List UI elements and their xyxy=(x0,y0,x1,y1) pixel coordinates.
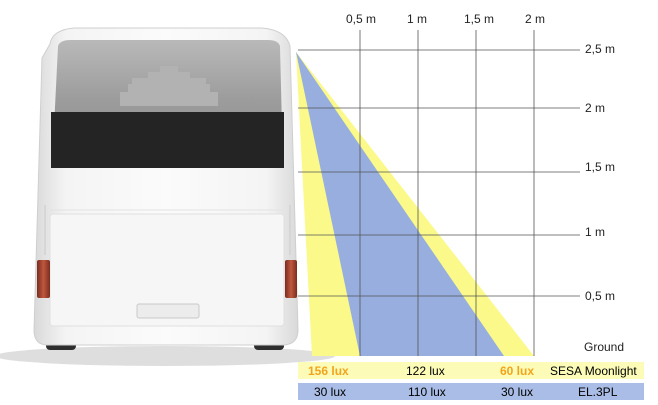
height-scale-label: 2 m xyxy=(585,101,606,115)
product-name-cell: SESA Moonlight xyxy=(550,364,637,378)
lux-value-cell: 30 lux xyxy=(501,385,534,399)
height-scale-label: 1,5 m xyxy=(585,160,616,174)
ground-label: Ground xyxy=(584,340,625,354)
lux-value-cell: 30 lux xyxy=(314,385,347,399)
height-scale-label: 1 m xyxy=(585,225,606,239)
horizontal-scale-label: 0,5 m xyxy=(346,12,377,26)
lux-value-cell: 60 lux xyxy=(500,364,535,378)
horizontal-scale-label: 1,5 m xyxy=(464,12,495,26)
left-tail-light xyxy=(37,260,50,298)
height-scale-label: 0,5 m xyxy=(585,289,616,303)
rear-window-dark-band xyxy=(51,112,284,168)
measurement-grid xyxy=(298,30,580,356)
horizontal-scale-label: 1 m xyxy=(407,12,428,26)
el3pl-lux-row: 30 lux 110 lux 30 lux EL.3PL xyxy=(298,383,644,400)
interior-seats-silhouette xyxy=(120,66,218,106)
bus-shadow xyxy=(0,346,335,366)
sesa-moonlight-lux-row: 156 lux 122 lux 60 lux SESA Moonlight xyxy=(298,362,644,379)
horizontal-scale-label: 2 m xyxy=(525,12,546,26)
lux-value-cell: 122 lux xyxy=(406,364,445,378)
license-plate xyxy=(136,303,200,319)
lux-value-cell: 156 lux xyxy=(308,364,349,378)
lux-value-cell: 110 lux xyxy=(408,385,446,399)
right-tail-light xyxy=(285,260,297,298)
el3pl-beam xyxy=(296,52,504,356)
height-scale-label: 2,5 m xyxy=(585,42,616,56)
product-name-cell: EL.3PL xyxy=(578,385,618,399)
